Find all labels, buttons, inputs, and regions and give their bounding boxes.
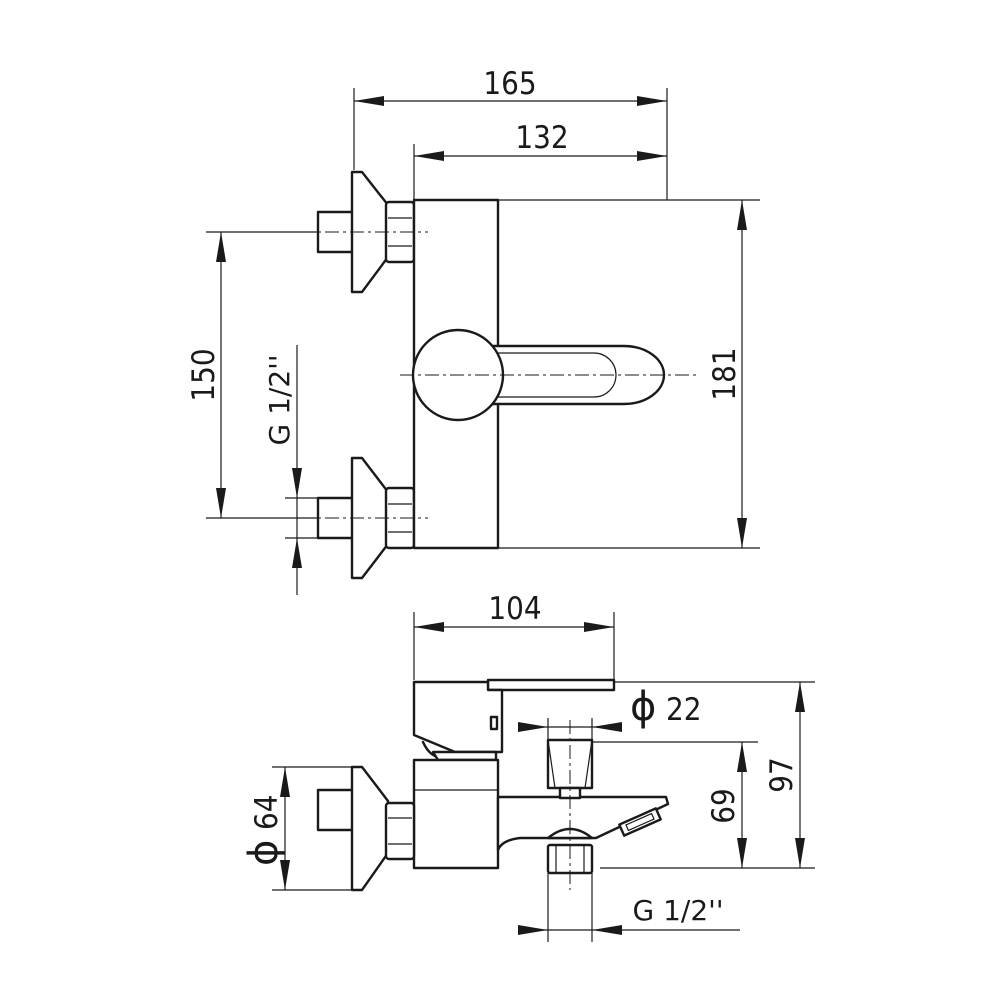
side-view-dimensions: 104 ϕ 22 97 69 ϕ 64 G 1/2'' (241, 591, 815, 942)
side-handle-plate (486, 678, 616, 692)
dim-thread-bottom-label: G 1/2'' (632, 894, 723, 927)
side-handle-body (412, 680, 504, 754)
dim-22-label: 22 (666, 692, 701, 728)
dim-69-label: 69 (706, 788, 742, 823)
dim-64-label: 64 (249, 795, 285, 830)
dim-104-label: 104 (488, 591, 541, 627)
dim-thread-top-label: G 1/2'' (263, 354, 296, 445)
top-view (300, 170, 700, 580)
dim-181-label: 181 (707, 347, 743, 400)
side-mixer-body (412, 758, 500, 870)
side-inlet-connector (316, 765, 416, 892)
top-view-dimensions: 165 132 181 150 G 1/2'' (186, 66, 760, 595)
side-view (316, 678, 670, 892)
phi-64-symbol: ϕ (241, 840, 287, 866)
phi-22-symbol: ϕ (630, 684, 656, 730)
dim-132-label: 132 (515, 120, 568, 156)
dim-97-label: 97 (764, 757, 800, 792)
dim-150-label: 150 (186, 348, 222, 401)
dim-165-label: 165 (483, 66, 536, 102)
